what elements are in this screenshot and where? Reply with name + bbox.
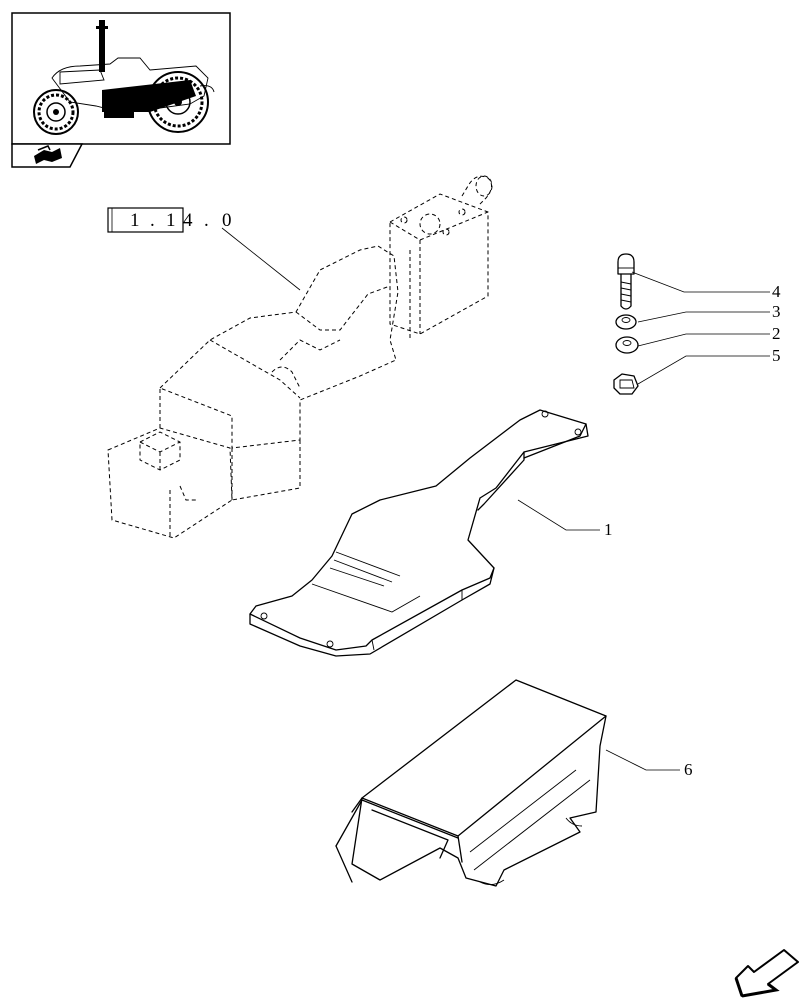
next-page-arrow-icon[interactable]: [734, 949, 799, 998]
nut-5[interactable]: [613, 373, 639, 395]
callout-5-leader: [637, 355, 770, 385]
callout-4[interactable]: 4: [772, 282, 781, 301]
ref-digit-4: 4: [183, 210, 195, 231]
callout-6-leader: [605, 749, 680, 771]
callout-2-leader: [637, 333, 770, 347]
fuel-tank-outline: [107, 175, 493, 539]
washer-3[interactable]: [615, 314, 637, 330]
reference-leader-line: [221, 227, 301, 291]
open-book-icon: [11, 143, 84, 168]
cover-part[interactable]: [335, 679, 607, 887]
reference-box[interactable]: 1 . 1 4 . 0: [107, 207, 234, 233]
callout-1[interactable]: 1: [604, 520, 613, 539]
ref-digit-2: 1: [166, 210, 178, 231]
ref-digit-0: 0: [222, 210, 234, 231]
bolt[interactable]: [617, 253, 635, 310]
svg-text:.: .: [150, 210, 157, 231]
washer-2[interactable]: [615, 336, 639, 354]
ref-digit-1: 1: [130, 210, 142, 231]
svg-text:.: .: [204, 210, 211, 231]
callout-4-leader: [631, 271, 770, 293]
callout-6[interactable]: 6: [684, 760, 693, 779]
heat-shield-plate[interactable]: [249, 409, 589, 657]
callout-2[interactable]: 2: [772, 324, 781, 343]
tractor-thumbnail-icon: [11, 12, 231, 145]
callout-1-leader: [517, 499, 600, 531]
callout-3-leader: [637, 311, 770, 323]
callout-3[interactable]: 3: [772, 302, 781, 321]
callout-5[interactable]: 5: [772, 346, 781, 365]
